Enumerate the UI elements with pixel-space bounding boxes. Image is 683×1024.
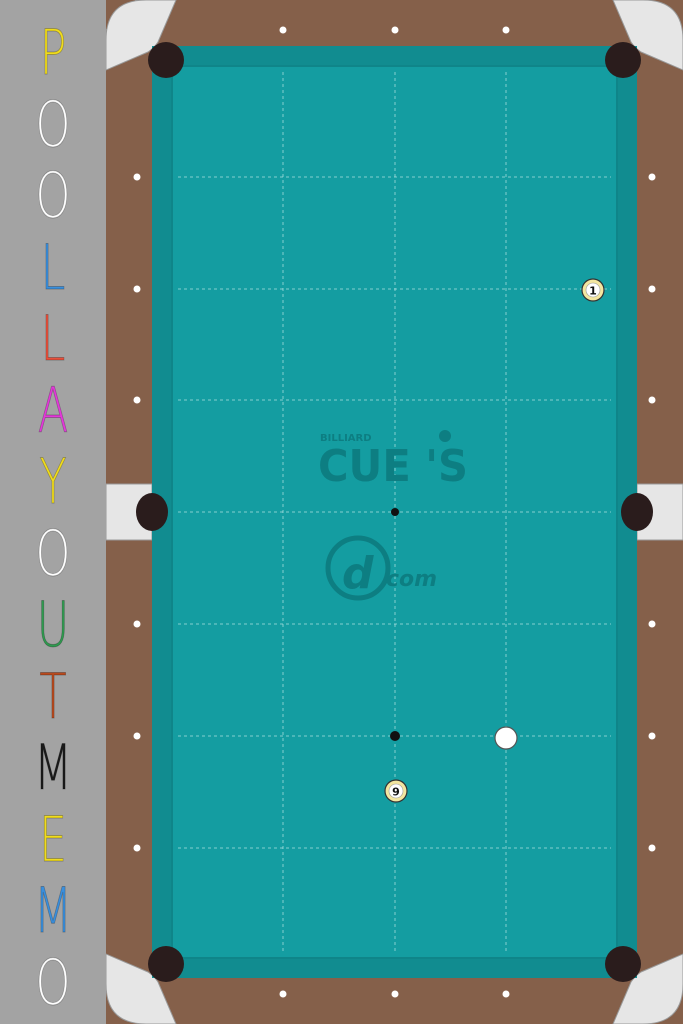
title-letter-14: O — [35, 945, 71, 1019]
table-grid — [178, 72, 611, 952]
title-letter-5: L — [40, 302, 66, 375]
ball-9[interactable]: 9 — [384, 779, 408, 803]
ball-1[interactable]: 1 — [581, 278, 605, 302]
pocket-bottom-right — [605, 946, 641, 982]
title-letter-10: T — [39, 659, 67, 733]
pocket-bottom-left — [148, 946, 184, 982]
title-letter-9: U — [36, 588, 70, 661]
watermark-com: com — [386, 567, 437, 592]
title-letter-4: L — [40, 230, 66, 304]
title-letter-2: O — [35, 87, 71, 161]
ball-1-label: 1 — [589, 285, 597, 298]
title-letter-3: O — [35, 159, 71, 232]
foot-spot — [391, 508, 399, 516]
title-letter-1: P — [39, 16, 67, 89]
pocket-top-right — [605, 42, 641, 78]
title-letter-11: M — [33, 731, 73, 804]
title-letter-13: M — [33, 874, 73, 947]
title-letter-6: A — [37, 373, 69, 447]
watermark-cue-ball-icon — [439, 430, 451, 442]
watermark-d-letter: d — [342, 548, 374, 599]
ball-9-label: 9 — [392, 786, 400, 799]
pocket-top-left — [148, 42, 184, 78]
pool-table[interactable]: BILLIARD CUE 'S d com 1 9 — [106, 0, 683, 1024]
title-letter-7: Y — [39, 445, 67, 518]
corner-cap-bottom-right-shape — [612, 953, 683, 1024]
watermark-billiard: BILLIARD — [320, 433, 372, 444]
cue-ball[interactable] — [494, 726, 518, 750]
cloth-inner-edge — [171, 65, 618, 959]
pocket-side-left — [136, 493, 168, 531]
pocket-side-right — [621, 493, 653, 531]
corner-cap-top-left-shape — [106, 0, 177, 71]
head-spot — [390, 731, 400, 741]
corner-cap-top-right-shape — [612, 0, 683, 71]
pockets — [136, 42, 653, 982]
rail-diamonds — [133, 26, 656, 998]
watermark-d-circle-icon — [325, 535, 391, 601]
title-letter-8: O — [35, 516, 71, 590]
title-letter-12: E — [38, 802, 68, 876]
corner-cap-bottom-left-shape — [106, 953, 177, 1024]
watermark-logo: BILLIARD CUE 'S d com — [318, 430, 468, 601]
watermark-cues: CUE 'S — [318, 441, 468, 492]
